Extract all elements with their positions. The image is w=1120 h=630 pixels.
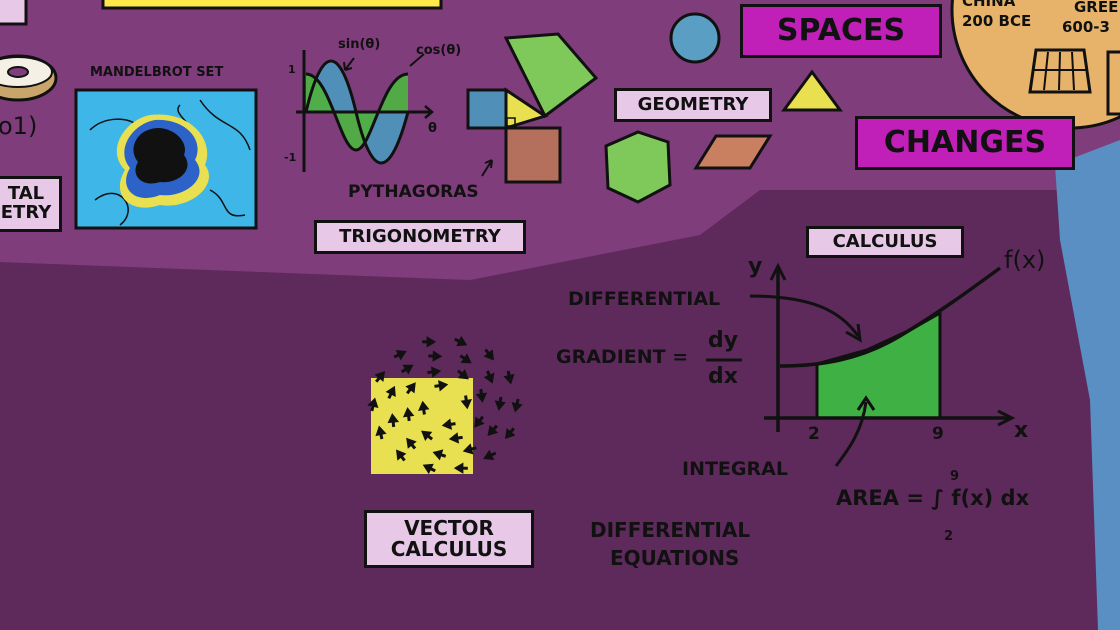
vector-arrow-head xyxy=(385,385,396,398)
vector-arrow-head xyxy=(494,400,506,411)
vector-arrow-head xyxy=(367,397,379,409)
vector-arrow-head xyxy=(483,372,495,384)
calculus-label: CALCULUS xyxy=(806,226,964,258)
tick-2-label: 2 xyxy=(808,424,820,444)
vector-arrow-head xyxy=(430,366,442,378)
spaces-label: SPACES xyxy=(740,4,942,58)
right-edge-box xyxy=(1106,50,1120,116)
donut-icon xyxy=(0,54,58,102)
vector-calculus-line-1: VECTOR xyxy=(404,516,494,540)
changes-label: CHANGES xyxy=(855,116,1075,170)
x-axis-label: x xyxy=(1014,418,1029,443)
vector-arrow-head xyxy=(418,400,430,411)
axis-neg-one-label: -1 xyxy=(284,151,297,164)
vector-arrow-head xyxy=(396,449,407,461)
fx-label: f(x) xyxy=(1004,246,1046,274)
gradient-label: GRADIENT = xyxy=(556,346,689,368)
calculus-graph xyxy=(706,262,1016,467)
differential-equations-line-1: DIFFERENTIAL xyxy=(590,518,751,542)
dy-label: dy xyxy=(708,328,739,353)
trig-graph xyxy=(296,50,434,172)
china-label: CHINA xyxy=(962,0,1016,10)
vector-arrow-head xyxy=(474,416,485,428)
vector-arrow-head xyxy=(503,373,515,385)
trigonometry-label: TRIGONOMETRY xyxy=(314,220,526,254)
vector-arrow-head xyxy=(456,335,468,347)
hexagon-shape xyxy=(604,130,672,204)
dx-label: dx xyxy=(708,364,738,389)
abacus-icon xyxy=(1028,48,1092,94)
geometry-label: GEOMETRY xyxy=(614,88,772,122)
integral-lower-label: 2 xyxy=(944,529,954,544)
vector-arrow-head xyxy=(438,380,449,392)
vector-arrow-head xyxy=(406,437,417,449)
greece-date-label: 600-3 xyxy=(1062,18,1110,36)
vector-arrow-head xyxy=(453,462,464,474)
top-left-label xyxy=(0,0,28,26)
mandelbrot-picture xyxy=(74,88,258,230)
mandelbrot-label: MANDELBROT SET xyxy=(90,65,224,80)
axis-one-label: 1 xyxy=(288,63,296,76)
vector-arrow-head xyxy=(475,392,488,403)
vector-arrow-head xyxy=(448,432,460,444)
area-formula-label: AREA = ∫ f(x) dx xyxy=(836,486,1030,510)
tick-9-label: 9 xyxy=(932,424,944,444)
vector-arrow-head xyxy=(402,364,414,375)
differential-label: DIFFERENTIAL xyxy=(568,288,721,310)
vector-arrow-head xyxy=(487,425,499,436)
integral-upper-label: 9 xyxy=(950,469,960,484)
vector-arrow-head xyxy=(483,349,494,361)
vector-arrow-head xyxy=(511,401,523,413)
greece-label: GREE xyxy=(1074,0,1119,16)
vector-arrow-head xyxy=(402,407,415,418)
fractal-geometry-line-2: ETRY xyxy=(0,202,52,223)
integral-label: INTEGRAL xyxy=(682,458,788,480)
sin-label: sin(θ) xyxy=(338,37,381,52)
cos-label: cos(θ) xyxy=(416,43,462,58)
vector-arrow-head xyxy=(405,382,416,394)
top-yellow-label xyxy=(101,0,443,10)
left-edge-formula: ο1) xyxy=(0,112,38,140)
vector-arrow-head xyxy=(426,336,437,348)
vector-field xyxy=(367,335,523,475)
vector-arrow-head xyxy=(460,399,472,410)
vector-arrow-head xyxy=(422,463,434,475)
vector-arrow-head xyxy=(483,449,495,461)
right-blue-strip xyxy=(1055,140,1120,630)
vector-arrow-head xyxy=(441,418,452,430)
circle-shape xyxy=(669,12,721,64)
vector-arrow-head xyxy=(374,370,386,382)
vector-arrow-head xyxy=(387,413,400,424)
axis-theta-label: θ xyxy=(428,121,437,136)
vector-arrow-head xyxy=(375,425,387,437)
vector-calculus-label: VECTOR CALCULUS xyxy=(364,510,534,568)
triangle-shape xyxy=(781,69,843,112)
vector-arrow-head xyxy=(460,353,472,364)
vector-arrow-head xyxy=(432,350,443,362)
pythagoras-figure xyxy=(466,32,599,184)
differential-equations-line-2: EQUATIONS xyxy=(610,546,740,570)
fractal-geometry-label: TAL ETRY xyxy=(0,176,62,232)
vector-arrow-head xyxy=(395,349,407,361)
vector-arrow-head xyxy=(421,430,433,442)
vector-arrow-head xyxy=(504,428,516,440)
china-date-label: 200 BCE xyxy=(962,12,1032,30)
vector-arrow-head xyxy=(462,443,474,455)
y-axis-label: y xyxy=(748,254,763,279)
vector-arrow-head xyxy=(457,368,469,380)
vector-arrow-head xyxy=(432,449,444,461)
parallelogram-shape xyxy=(693,134,773,170)
pythagoras-label: PYTHAGORAS xyxy=(348,182,479,202)
vector-calculus-line-2: CALCULUS xyxy=(390,537,508,561)
fractal-geometry-line-1: TAL xyxy=(7,183,45,205)
